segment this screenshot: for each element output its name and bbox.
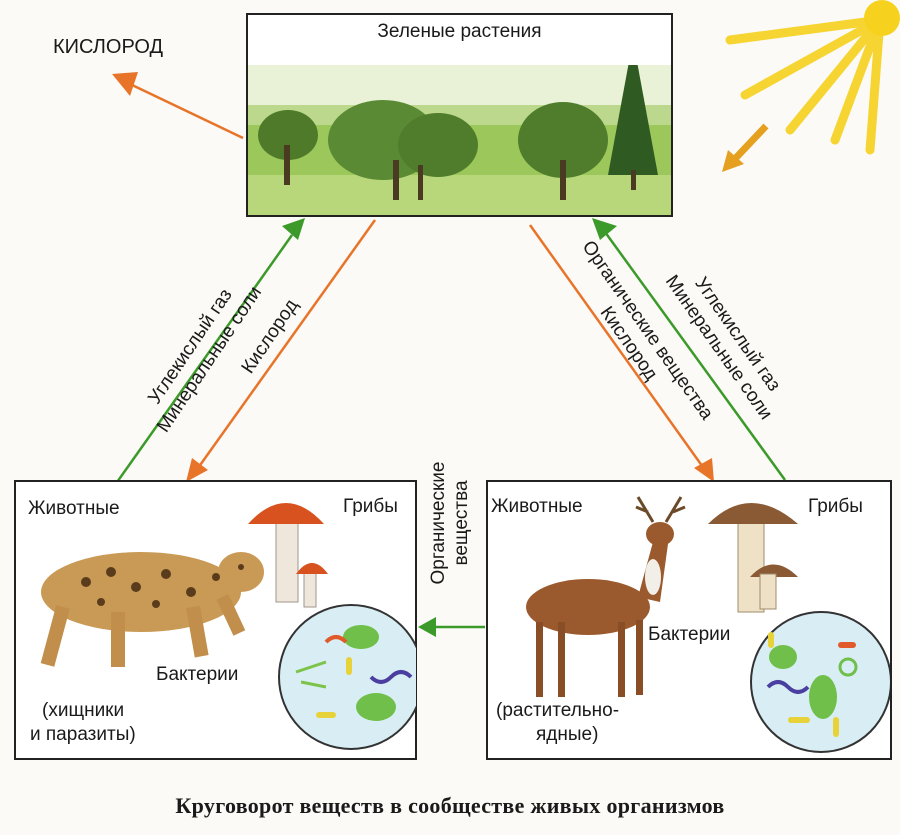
brown-mushroom-image xyxy=(708,503,798,613)
predators-box: Животные Грибы Бактерии (хищники и параз… xyxy=(14,480,417,760)
bacteria-circle-image-right xyxy=(750,611,890,753)
oxygen-out-arrow xyxy=(112,72,244,140)
left-animals-label: Животные xyxy=(28,498,120,519)
jaguar-image xyxy=(40,552,264,667)
bacteria-circle-image xyxy=(278,604,416,750)
green-plants-box: Зеленые растения xyxy=(246,13,673,217)
right-fungi-label: Грибы xyxy=(808,496,863,517)
middle-organic-line2: вещества xyxy=(451,480,472,566)
left-note-line1: (хищники xyxy=(42,700,125,721)
middle-organic-label: Органические вещества xyxy=(427,458,473,588)
left-co2-up-arrow xyxy=(113,218,305,486)
right-note-line1: (растительно- xyxy=(496,700,620,721)
right-bacteria-label: Бактерии xyxy=(648,624,731,645)
herbivores-box: Животные Грибы Бактерии (растительно- яд… xyxy=(486,480,892,760)
right-animals-label: Животные xyxy=(491,496,583,517)
diagram-caption: Круговорот веществ в сообществе живых ор… xyxy=(175,793,725,818)
right-co2-up-arrow xyxy=(592,218,787,481)
sunlight-arrow xyxy=(722,123,769,172)
plants-landscape-image xyxy=(248,65,671,215)
red-mushroom-image xyxy=(248,503,328,608)
left-fungi-label: Грибы xyxy=(343,496,398,517)
right-organic-down-arrow xyxy=(528,224,714,482)
middle-organic-line1: Органические xyxy=(428,461,449,585)
middle-organic-arrow xyxy=(418,617,485,637)
left-bacteria-label: Бактерии xyxy=(156,664,239,685)
left-note-line2: и паразиты) xyxy=(30,724,136,745)
left-oxygen-down-arrow xyxy=(186,219,377,482)
right-box-illustrations xyxy=(526,496,890,753)
right-note-line2: ядные) xyxy=(536,724,599,745)
green-plants-title: Зеленые растения xyxy=(377,21,542,42)
oxygen-label: КИСЛОРОД xyxy=(53,36,164,58)
deer-image xyxy=(526,496,686,697)
left-box-illustrations xyxy=(40,503,416,750)
